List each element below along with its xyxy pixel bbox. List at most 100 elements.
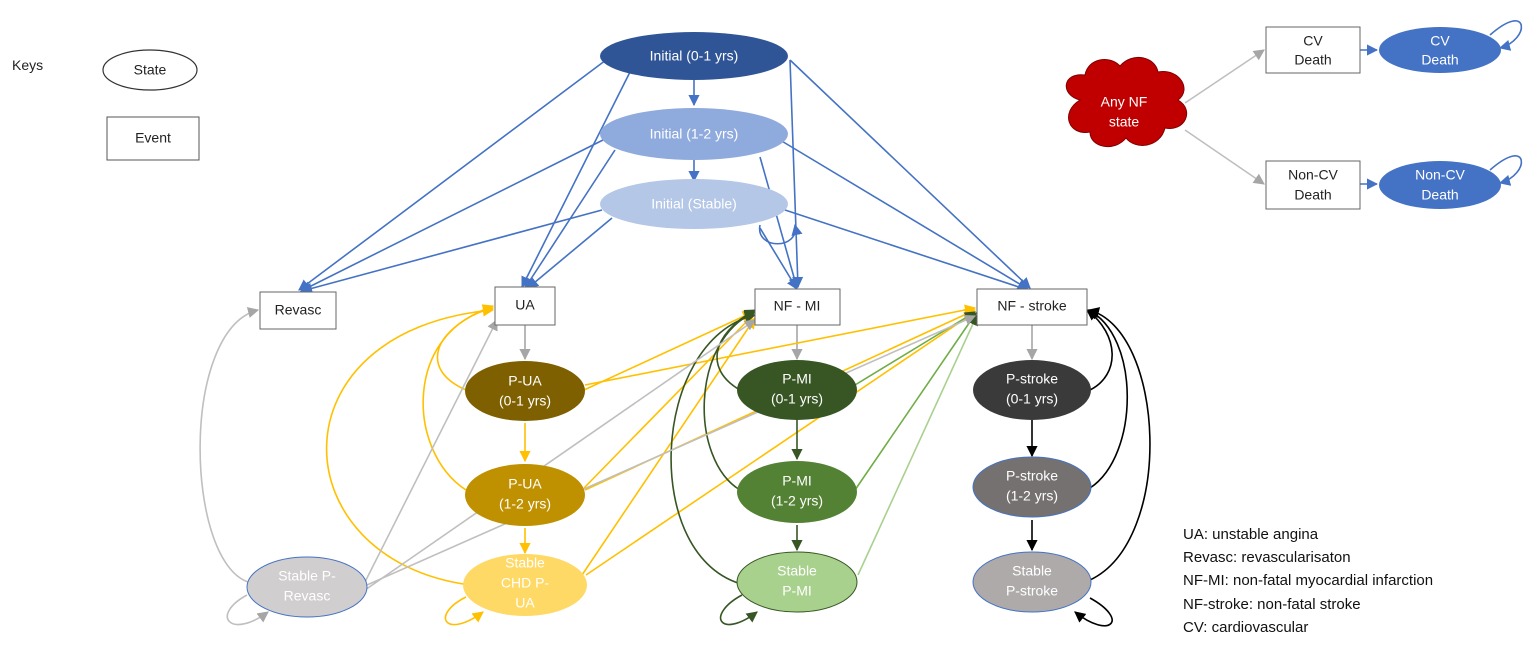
state-pmi-0-1-line2: (0-1 yrs) (771, 391, 823, 407)
state-stable-prevasc (246, 556, 368, 618)
state-stable-pmi (736, 551, 858, 613)
state-pstroke-1-2-line1: P-stroke (1006, 468, 1058, 484)
key-state-shape (102, 49, 198, 91)
edge-init12-to-revasc (299, 139, 604, 292)
state-pua-1-2-line1: P-UA (508, 476, 542, 492)
state-noncv-death (1379, 161, 1501, 209)
event-noncv-death-line1: Non-CV (1288, 167, 1338, 183)
event-noncv-death-line2: Death (1294, 187, 1331, 203)
state-stable-pstroke (972, 551, 1092, 613)
event-revasc (259, 291, 337, 330)
edge-init01-to-nfmi (789, 59, 804, 289)
state-initial-1-2-label: Initial (1-2 yrs) (650, 126, 739, 142)
edge-pmi3-to-nfstroke (857, 313, 978, 576)
stroke-states: P-stroke (0-1 yrs) P-stroke (1-2 yrs) St… (972, 360, 1092, 613)
state-pstroke-0-1-line2: (0-1 yrs) (1006, 391, 1058, 407)
edge-initstable-to-ua (527, 217, 613, 289)
key-event-label: Event (135, 130, 171, 146)
event-nfstroke-label: NF - stroke (997, 298, 1066, 314)
edge-anynf-to-noncvdeath (1184, 129, 1265, 185)
state-cv-death (1379, 27, 1501, 73)
state-stable-chd-pua (463, 554, 587, 616)
state-initial-stable-label: Initial (Stable) (651, 196, 737, 212)
event-nfstroke (976, 288, 1088, 326)
edge-pst2-to-nfstroke (1086, 309, 1129, 489)
edge-prev-to-nfmi (364, 319, 756, 591)
state-pstroke-0-1-line1: P-stroke (1006, 371, 1058, 387)
edge-pua3-to-nfstroke (585, 311, 976, 576)
event-to-state-edges (519, 325, 1038, 361)
state-initial-stable (600, 179, 788, 229)
edge-initstable-self-loop (759, 223, 803, 245)
revasc-states: Stable P- Revasc (246, 556, 368, 618)
state-pua-0-1 (465, 361, 585, 421)
state-noncv-death-line2: Death (1421, 187, 1458, 203)
edge-pua2-to-nfmi (583, 314, 754, 489)
edge-pst3-to-nfstroke (1087, 307, 1151, 581)
edge-pmi2-to-nfstroke (854, 312, 977, 491)
edge-pua3-self-loop (444, 596, 484, 626)
state-pstroke-1-2-line2: (1-2 yrs) (1006, 488, 1058, 504)
legend-line-cv: CV: cardiovascular (1183, 619, 1308, 636)
edge-pua2-to-ua (422, 305, 495, 491)
death-states: Any NF state CV Death Non-CV Death (1065, 27, 1501, 209)
key-event-shape (106, 116, 200, 161)
edge-init01-to-revasc (298, 59, 607, 291)
initial-edges (298, 59, 1031, 294)
event-nfmi-label: NF - MI (774, 298, 821, 314)
edge-prev-self-loop (226, 594, 269, 626)
event-noncv-death (1265, 160, 1361, 210)
edge-pua1-to-nfstroke (584, 304, 977, 386)
state-pua-0-1-line1: P-UA (508, 373, 542, 389)
edge-pmi3-self-loop (720, 594, 758, 626)
edge-pua3-to-nfmi (579, 317, 756, 579)
edge-init12-to-nfmi (759, 156, 800, 290)
key-state-label: State (134, 62, 167, 78)
edge-initstable-to-nfstroke (784, 209, 1030, 293)
state-pua-0-1-line2: (0-1 yrs) (499, 393, 551, 409)
state-stable-pmi-line2: P-MI (782, 583, 812, 599)
state-pmi-1-2-line2: (1-2 yrs) (771, 493, 823, 509)
edge-prev-to-nfstroke (366, 314, 977, 586)
edge-pua3-to-ua (325, 305, 495, 586)
edge-pst3-self-loop (1074, 597, 1113, 627)
event-cv-death-line1: CV (1303, 33, 1323, 49)
legend-line-nfstroke: NF-stroke: non-fatal stroke (1183, 596, 1361, 613)
state-pstroke-1-2 (972, 456, 1092, 518)
state-pua-1-2-line2: (1-2 yrs) (499, 496, 551, 512)
event-ua-label: UA (515, 297, 535, 313)
edge-pua1-to-nfmi (583, 311, 755, 391)
legend-line-nfmi: NF-MI: non-fatal myocardial infarction (1183, 572, 1433, 589)
event-cv-death-line2: Death (1294, 52, 1331, 68)
keys-title: Keys (12, 57, 43, 73)
edge-noncvdeath-self-loop (1489, 155, 1523, 186)
state-cv-death-line1: CV (1430, 33, 1450, 49)
state-stable-pmi-line1: Stable (777, 563, 817, 579)
edge-anynf-to-cvdeath (1184, 49, 1265, 104)
edge-initstable-to-revasc (300, 209, 603, 294)
edge-init01-to-ua (521, 71, 631, 289)
state-pmi-1-2-line1: P-MI (782, 473, 812, 489)
abbreviation-legend: UA: unstable angina Revasc: revascularis… (1183, 526, 1433, 636)
state-initial-1-2 (600, 108, 788, 160)
edge-pmi1-to-nfstroke (854, 311, 976, 386)
edge-init12-to-nfstroke (779, 139, 1029, 290)
state-stable-pstroke-line2: P-stroke (1006, 583, 1058, 599)
state-stable-chd-pua-line2: CHD P- (501, 575, 550, 591)
initial-states: Initial (0-1 yrs) Initial (1-2 yrs) Init… (600, 32, 788, 229)
state-initial-0-1-label: Initial (0-1 yrs) (650, 48, 739, 64)
edge-prev-to-revasc (199, 307, 260, 583)
state-pmi-0-1-line1: P-MI (782, 371, 812, 387)
state-any-nf-line1: Any NF (1101, 94, 1148, 110)
stroke-edges (1026, 307, 1151, 627)
death-edges (1184, 20, 1523, 190)
state-stable-prevasc-line1: Stable P- (278, 568, 336, 584)
edge-initstable-to-nfmi (759, 227, 798, 290)
state-initial-0-1 (600, 32, 788, 80)
edge-cvdeath-self-loop (1489, 20, 1523, 51)
state-cv-death-line2: Death (1421, 52, 1458, 68)
state-stable-chd-pua-line1: Stable (505, 555, 545, 571)
event-ua (494, 286, 556, 326)
legend-line-ua: UA: unstable angina (1183, 526, 1319, 543)
